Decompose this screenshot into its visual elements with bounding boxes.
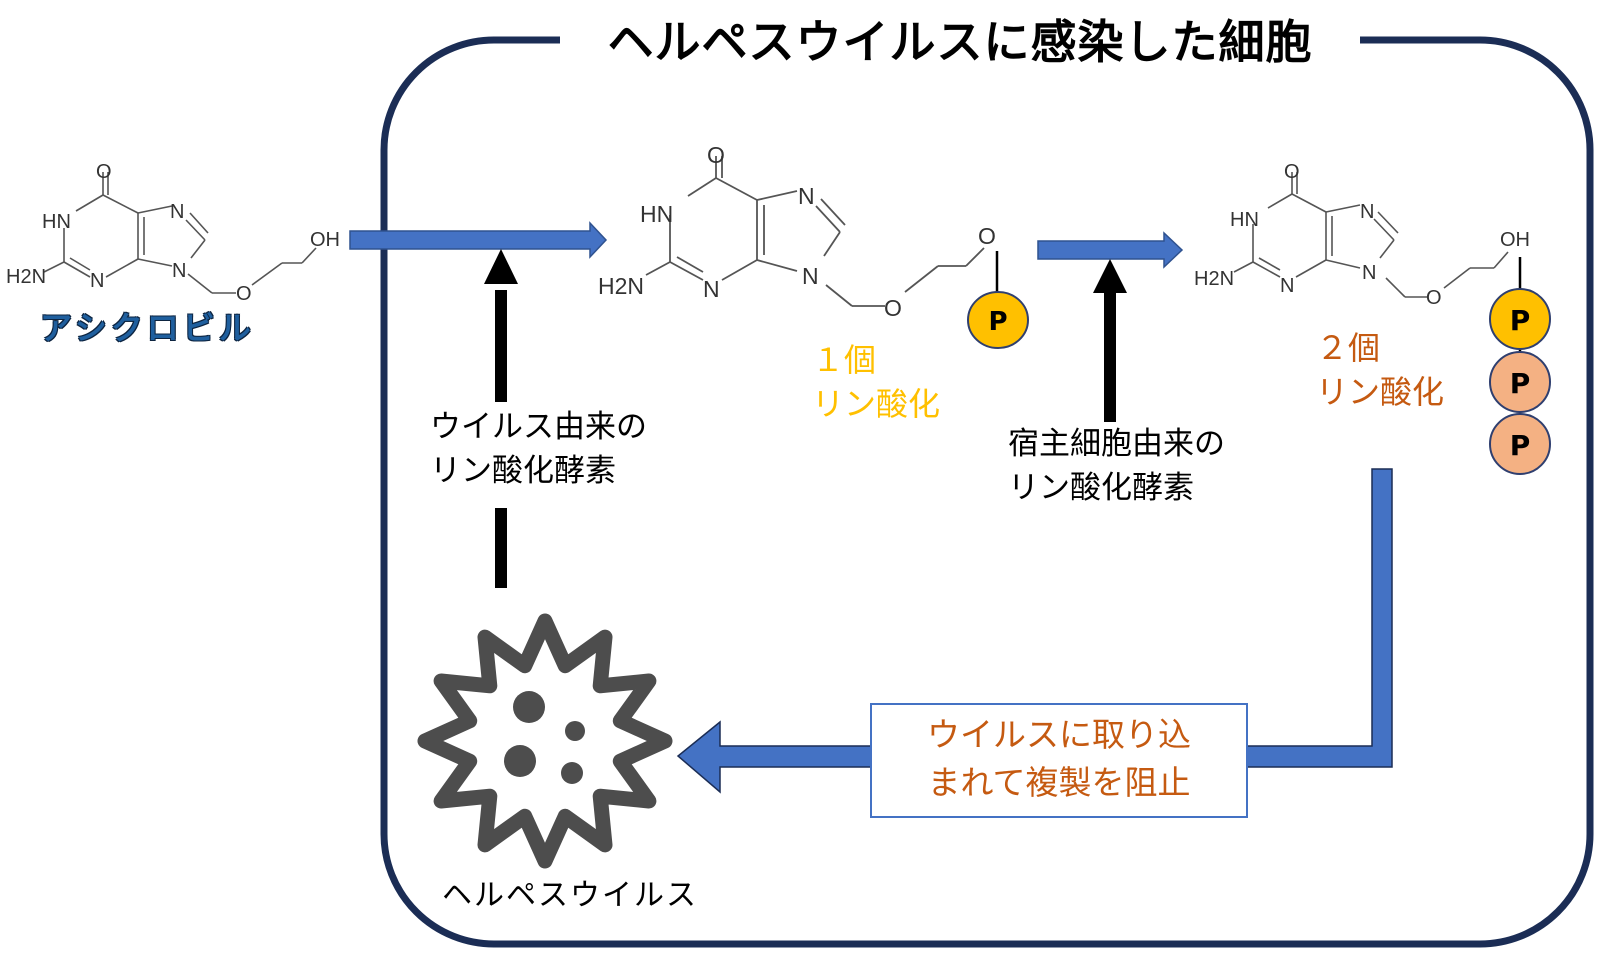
atom-h2n: H2N bbox=[6, 266, 46, 288]
result-line2: まれて複製を阻止 bbox=[927, 763, 1191, 802]
phosphate-label: P bbox=[988, 307, 1007, 337]
phosphate-group: P bbox=[1489, 413, 1551, 475]
herpes-virus-icon bbox=[417, 613, 673, 869]
virus-dot bbox=[504, 745, 536, 777]
phosphate-group: P bbox=[1489, 351, 1551, 413]
virus-dot bbox=[565, 721, 585, 741]
atom-h2n: H2N bbox=[598, 273, 644, 299]
virus-dot bbox=[561, 762, 583, 784]
acyclovir-structure bbox=[43, 172, 317, 294]
flow-arrow-2 bbox=[1037, 231, 1184, 269]
atom-o: O bbox=[884, 295, 902, 321]
phosphate-label: P bbox=[1510, 429, 1531, 462]
result-box: ウイルスに取り込 まれて複製を阻止 bbox=[870, 703, 1248, 818]
atom-o: O bbox=[236, 283, 252, 305]
virus-dot bbox=[513, 691, 545, 723]
atom-hn: HN bbox=[1230, 209, 1259, 231]
host-enzyme-line1: 宿主細胞由来の bbox=[1008, 426, 1225, 462]
diagram-title: ヘルペスウイルスに感染した細胞 bbox=[560, 6, 1360, 72]
viral-enzyme-line1: ウイルス由来の bbox=[430, 409, 647, 445]
phosphate-group: P bbox=[1489, 288, 1551, 350]
di-process: リン酸化 bbox=[1316, 373, 1445, 411]
host-enzyme-label: 宿主細胞由来の リン酸化酵素 bbox=[1008, 422, 1225, 510]
acyclovir-triphosphate-structure bbox=[1233, 172, 1509, 298]
atom-h2n: H2N bbox=[1194, 268, 1234, 290]
atom-hn: HN bbox=[42, 211, 71, 233]
viral-enzyme-arrow bbox=[484, 249, 518, 588]
phosphate-label: P bbox=[1510, 367, 1531, 400]
atom-oh: OH bbox=[310, 229, 340, 251]
phosphate-circle bbox=[1489, 413, 1551, 475]
mono-process: リン酸化 bbox=[812, 385, 941, 423]
phosphate-circle-new bbox=[1489, 288, 1551, 350]
atom-n: N bbox=[802, 263, 819, 289]
phosphate-circle bbox=[1489, 351, 1551, 413]
atom-o: O bbox=[707, 142, 725, 168]
atom-n: N bbox=[703, 276, 720, 302]
phosphate-group: P bbox=[967, 291, 1029, 349]
atom-n: N bbox=[172, 260, 186, 282]
host-enzyme-line2: リン酸化酵素 bbox=[1008, 470, 1194, 506]
diphosphorylation-label: ２個 リン酸化 bbox=[1316, 326, 1444, 414]
atom-n: N bbox=[170, 201, 184, 223]
atom-n: N bbox=[1362, 262, 1376, 284]
result-line1: ウイルスに取り込 bbox=[927, 715, 1191, 754]
atom-o: O bbox=[1284, 161, 1300, 183]
flow-arrow-1 bbox=[349, 221, 608, 259]
atom-n: N bbox=[798, 183, 815, 209]
viral-enzyme-label: ウイルス由来の リン酸化酵素 bbox=[430, 405, 647, 493]
atom-n: N bbox=[1360, 201, 1374, 223]
phosphate-circle bbox=[967, 291, 1029, 349]
atom-o: O bbox=[1426, 287, 1442, 309]
atom-n: N bbox=[1280, 275, 1294, 297]
atom-o: O bbox=[978, 223, 996, 249]
atom-hn: HN bbox=[640, 201, 673, 227]
virus-label: ヘルペスウイルス bbox=[442, 878, 698, 913]
phosphate-label: P bbox=[1510, 304, 1531, 337]
monophosphorylation-label: １個 リン酸化 bbox=[812, 338, 940, 426]
mono-count: １個 bbox=[812, 341, 877, 379]
drug-name-label: アシクロビル bbox=[40, 309, 255, 347]
acyclovir-monophosphate-structure bbox=[645, 156, 985, 307]
di-count: ２個 bbox=[1316, 329, 1381, 367]
atom-oh: OH bbox=[1500, 229, 1530, 251]
viral-enzyme-line2: リン酸化酵素 bbox=[430, 453, 616, 489]
host-enzyme-arrow bbox=[1093, 259, 1127, 422]
atom-n: N bbox=[90, 270, 104, 292]
atom-o: O bbox=[96, 161, 112, 183]
